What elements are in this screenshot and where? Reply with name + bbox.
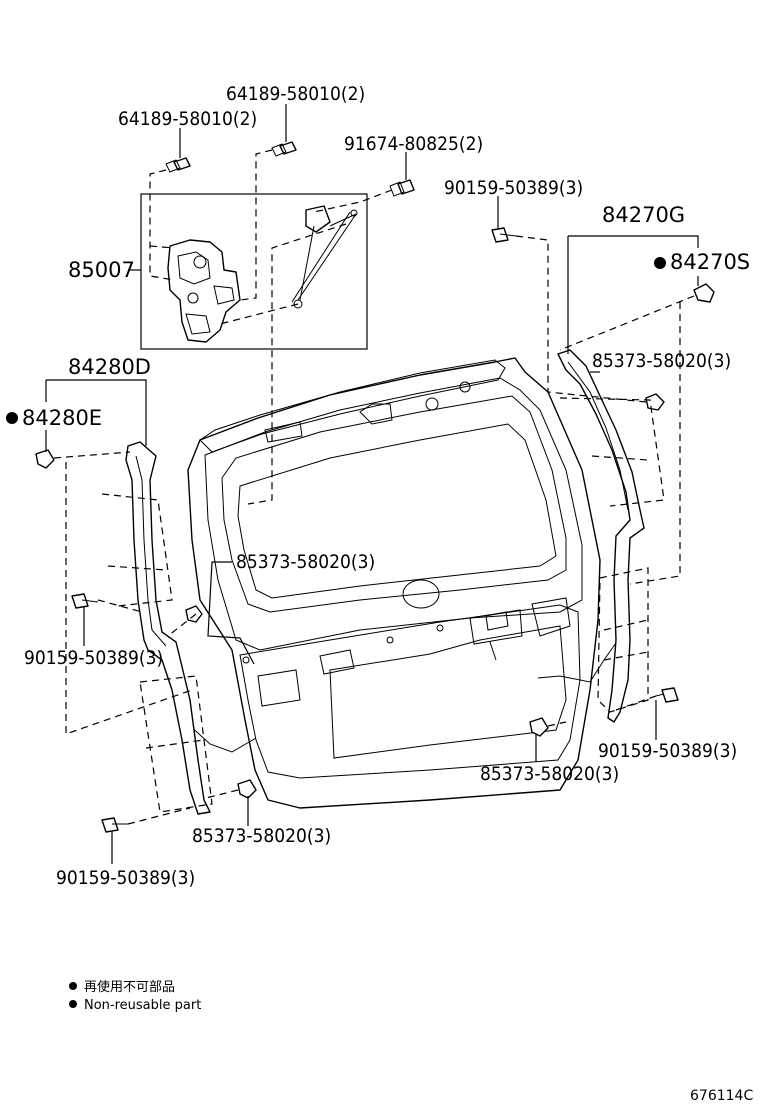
bolt-icon xyxy=(165,157,191,173)
right-side-seal xyxy=(557,349,645,723)
label-left-assembly: 84280D xyxy=(68,355,151,379)
figure-code: 676114C xyxy=(690,1088,753,1104)
non-reusable-dot-icon xyxy=(654,257,666,269)
label-left-clip-lower: 85373-58020(3) xyxy=(192,825,331,847)
clip-icon xyxy=(185,605,203,623)
fasteners xyxy=(35,141,715,833)
label-right-screw-lower: 90159-50389(3) xyxy=(598,740,737,762)
clip-icon xyxy=(529,717,549,737)
clip-icon xyxy=(693,283,715,303)
screw-icon xyxy=(491,227,517,243)
closer-assembly-box xyxy=(140,193,368,350)
label-right-clip-lower: 85373-58020(3) xyxy=(480,763,619,785)
assembly-lines xyxy=(53,149,695,825)
screw-icon xyxy=(71,593,99,609)
label-right-top-screw: 90159-50389(3) xyxy=(444,177,583,199)
legend-dot-icon xyxy=(69,1000,77,1008)
legend: 再使用不可部品 Non-reusable part xyxy=(69,979,201,1013)
label-center-clip: 85373-58020(3) xyxy=(236,551,375,573)
screw-icon xyxy=(101,817,128,833)
label-closer-assembly: 85007 xyxy=(68,258,135,282)
bolt-icon xyxy=(271,141,297,157)
label-motor-bolt-upper: 64189-58010(2) xyxy=(226,83,365,105)
non-reusable-dot-icon xyxy=(6,412,18,424)
legend-item-en: Non-reusable part xyxy=(84,998,201,1013)
legend-item-jp: 再使用不可部品 xyxy=(84,979,175,995)
label-stay-bolt: 91674-80825(2) xyxy=(344,133,483,155)
clip-icon xyxy=(645,393,665,411)
back-door-panel xyxy=(187,357,619,809)
label-right-assembly: 84270G xyxy=(602,203,685,227)
label-motor-bolt-left: 64189-58010(2) xyxy=(118,108,257,130)
screw-icon xyxy=(655,687,679,703)
left-side-seal xyxy=(125,441,211,815)
clip-icon xyxy=(237,779,257,799)
bolt-icon xyxy=(389,179,415,197)
label-right-clip: 85373-58020(3) xyxy=(592,350,731,372)
leader-lines xyxy=(45,104,699,864)
label-right-nonreusable: 84270S xyxy=(670,250,750,274)
legend-dot-icon xyxy=(69,982,77,990)
clip-icon xyxy=(35,449,55,469)
label-left-screw-mid: 90159-50389(3) xyxy=(24,647,163,669)
label-left-screw-bottom: 90159-50389(3) xyxy=(56,867,195,889)
label-left-nonreusable: 84280E xyxy=(22,406,102,430)
